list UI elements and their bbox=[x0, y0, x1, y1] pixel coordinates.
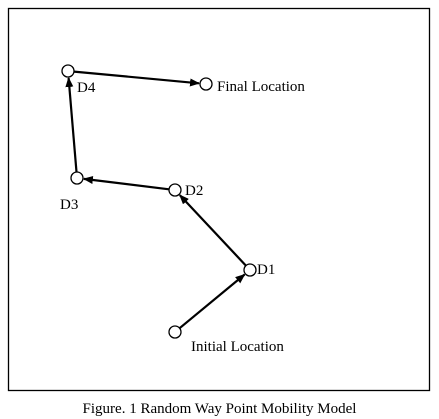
label-initial-location: Initial Location bbox=[191, 339, 284, 355]
figure-caption: Figure. 1 Random Way Point Mobility Mode… bbox=[83, 401, 357, 417]
arrow-d1-to-d2 bbox=[178, 194, 247, 267]
arrow-d2-to-d3 bbox=[82, 176, 170, 191]
label-d1: D1 bbox=[257, 262, 275, 278]
arrow-initial-to-d1 bbox=[178, 273, 246, 330]
figure-frame bbox=[7, 7, 431, 392]
arrow-d4-to-final bbox=[73, 70, 200, 87]
waypoint-nodes bbox=[61, 64, 257, 339]
node-d3-circle bbox=[70, 171, 84, 185]
label-final-location: Final Location bbox=[217, 79, 305, 95]
label-d2: D2 bbox=[185, 183, 203, 199]
arrow-d3-to-d4 bbox=[65, 77, 78, 173]
node-final-circle bbox=[199, 77, 213, 91]
path-arrows bbox=[65, 70, 247, 330]
label-d3: D3 bbox=[60, 197, 78, 213]
node-initial-circle bbox=[168, 325, 182, 339]
node-d4-circle bbox=[61, 64, 75, 78]
node-d2-circle bbox=[168, 183, 182, 197]
label-d4: D4 bbox=[77, 80, 96, 96]
node-d1-circle bbox=[243, 263, 257, 277]
